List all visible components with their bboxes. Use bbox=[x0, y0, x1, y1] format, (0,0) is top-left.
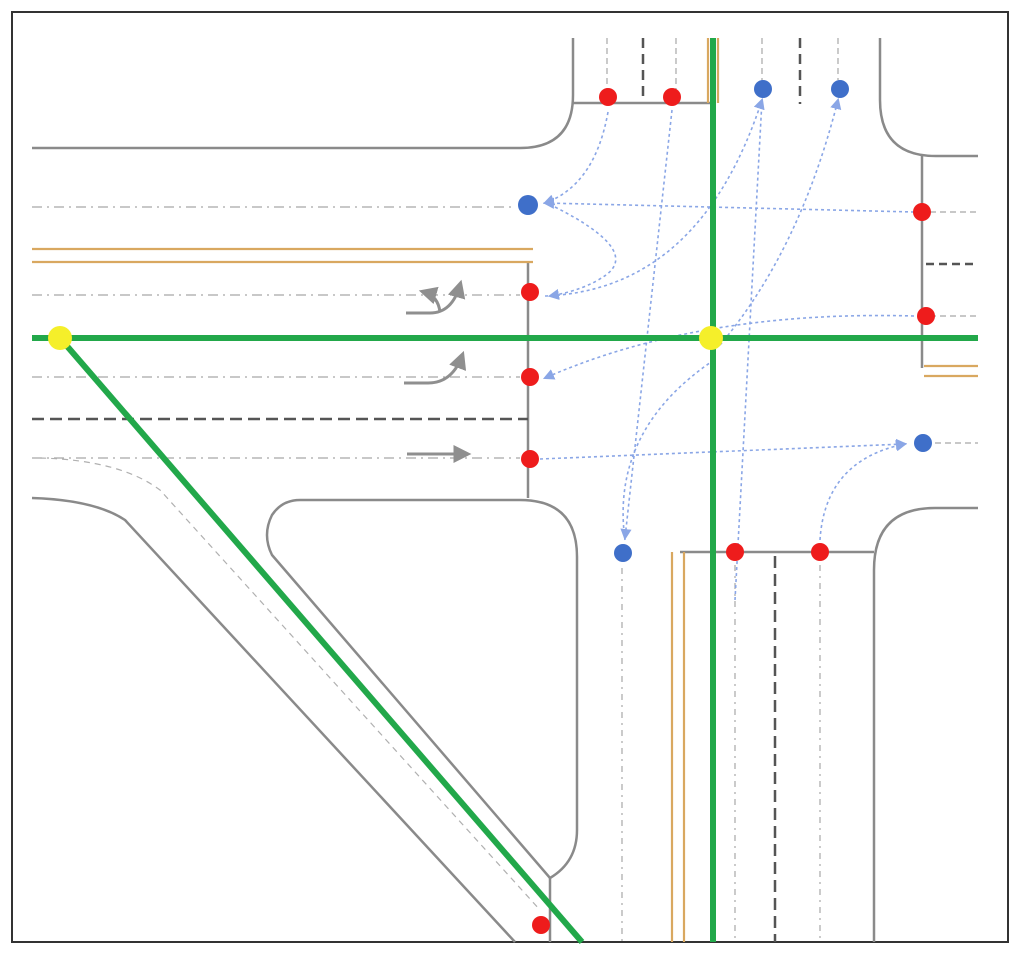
junction-node-center bbox=[699, 326, 723, 350]
junction-nodes bbox=[48, 326, 723, 350]
entry-node-north-1 bbox=[599, 88, 617, 106]
entry-node-slip bbox=[532, 916, 550, 934]
curb-top-left bbox=[32, 38, 575, 150]
entry-node-west-1 bbox=[521, 283, 539, 301]
east-lane-markings bbox=[924, 211, 978, 444]
connection-uturn-w bbox=[547, 206, 617, 301]
curb-top-right bbox=[878, 38, 978, 158]
entry-node-west-3 bbox=[521, 450, 539, 468]
curb-island bbox=[265, 498, 579, 880]
left-turn-arrow-icon-2 bbox=[404, 350, 467, 385]
exit-node-north-1 bbox=[754, 80, 772, 98]
entry-node-south-1 bbox=[726, 543, 744, 561]
entry-node-south-2 bbox=[811, 543, 829, 561]
entry-nodes bbox=[521, 88, 935, 934]
exit-node-north-2 bbox=[831, 80, 849, 98]
exit-node-west bbox=[518, 195, 538, 215]
left-turn-arrow-icon bbox=[406, 279, 466, 315]
diagram-border bbox=[11, 11, 1009, 943]
connection-w1-to-n-exit-1 bbox=[544, 97, 765, 297]
connection-w3-to-e-exit bbox=[539, 438, 908, 460]
connection-w2-to-n-exit-2 bbox=[719, 97, 842, 346]
u-turn-arrow-icon bbox=[418, 286, 442, 313]
north-lane-markings bbox=[606, 38, 839, 104]
west-lane-markings bbox=[32, 206, 541, 911]
lane-connections bbox=[539, 97, 915, 601]
exit-node-south bbox=[614, 544, 632, 562]
reference-line-diagonal bbox=[57, 336, 585, 944]
south-lane-markings bbox=[621, 552, 821, 942]
connection-n1-to-w-exit bbox=[542, 111, 609, 206]
entry-node-west-2 bbox=[521, 368, 539, 386]
exit-nodes bbox=[518, 80, 932, 562]
reference-lines bbox=[32, 38, 978, 944]
junction-node-west bbox=[48, 326, 72, 350]
entry-node-north-2 bbox=[663, 88, 681, 106]
road-curbs bbox=[31, 38, 978, 943]
connection-e1-to-w-exit bbox=[542, 197, 915, 213]
curb-slip-outer bbox=[31, 496, 516, 943]
pavement-arrows bbox=[404, 279, 472, 463]
connection-to-s-exit bbox=[622, 359, 715, 541]
entry-node-east-2 bbox=[917, 307, 935, 325]
entry-node-east-1 bbox=[913, 203, 931, 221]
connection-s2-to-e-exit bbox=[819, 440, 908, 541]
exit-node-east bbox=[914, 434, 932, 452]
curb-bottom-right bbox=[872, 506, 978, 942]
